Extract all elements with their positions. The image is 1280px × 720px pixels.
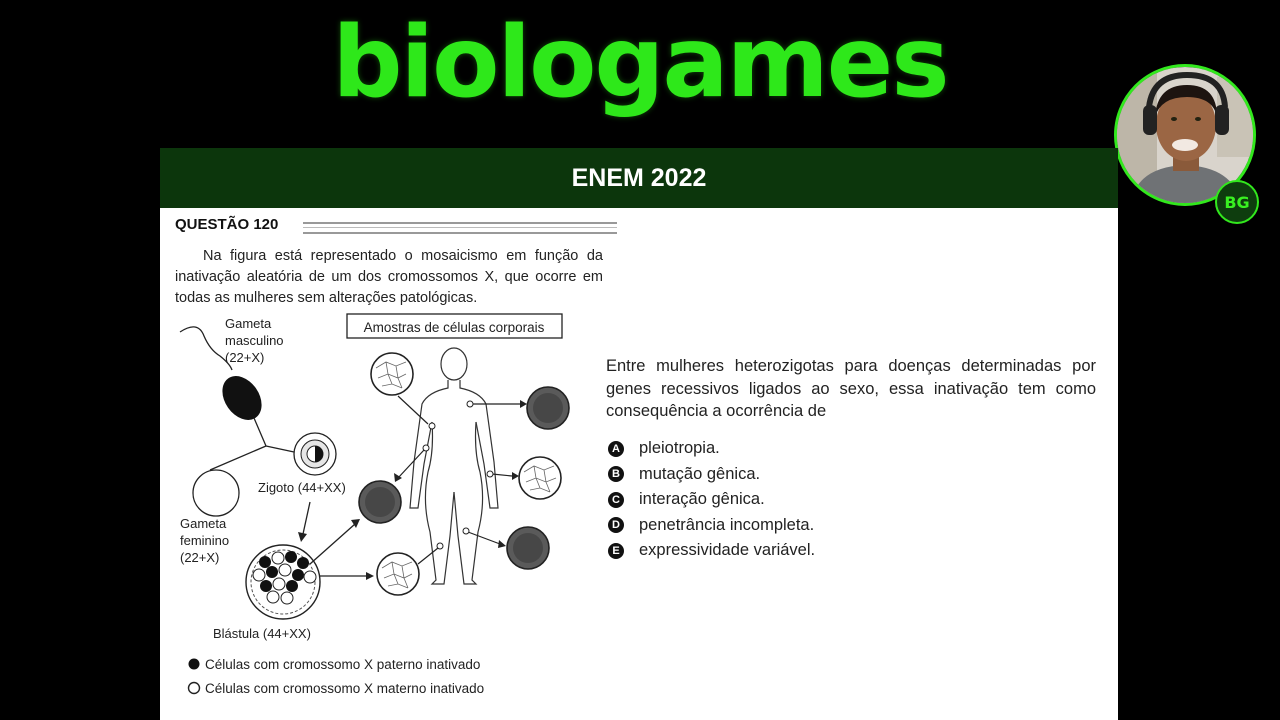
question-intro: Na figura está representado o mosaicismo… — [175, 248, 603, 306]
mosaicism-figure: Amostras de células corporais Gameta mas… — [170, 312, 610, 712]
option-c-letter: C — [608, 491, 624, 508]
question-header: QUESTÃO 120 — [175, 216, 617, 236]
option-c[interactable]: C interação gênica. — [608, 487, 1028, 513]
option-a-text: pleiotropia. — [639, 439, 720, 458]
option-d[interactable]: D penetrância incompleta. — [608, 513, 1028, 539]
female-gamete-label-1: Gameta — [180, 516, 227, 531]
male-gamete-label-2: masculino — [225, 333, 284, 348]
cell-sample-4 — [518, 456, 562, 500]
zygote-label: Zigoto (44+XX) — [258, 480, 346, 495]
option-d-letter: D — [608, 517, 624, 534]
option-e[interactable]: E expressividade variável. — [608, 538, 1028, 564]
biologames-logo: biologames — [332, 6, 949, 120]
cell-sample-1 — [370, 352, 414, 396]
egg-cell — [192, 469, 240, 517]
sperm-tail — [179, 326, 233, 371]
cell-sample-2 — [526, 386, 570, 430]
blastula-label: Blástula (44+XX) — [213, 626, 311, 641]
male-gamete-label-1: Gameta — [225, 316, 272, 331]
samples-box-title: Amostras de células corporais — [364, 320, 545, 335]
cell-sample-3 — [358, 480, 402, 524]
samples-box — [346, 313, 563, 339]
question-prompt: Entre mulheres heterozigotas para doença… — [606, 357, 1096, 420]
female-gamete-label-2: feminino — [180, 533, 229, 548]
answer-options: A pleiotropia. B mutação gênica. C inter… — [608, 436, 1028, 564]
female-gamete-label-3: (22+X) — [180, 550, 219, 565]
legend-maternal: Células com cromossomo X materno inativa… — [205, 681, 484, 696]
sperm-head — [222, 376, 262, 420]
male-gamete-label-3: (22+X) — [225, 350, 264, 365]
cell-sample-5 — [376, 552, 420, 596]
option-c-text: interação gênica. — [639, 490, 765, 509]
legend-filled-dot — [188, 658, 200, 670]
legend-paternal: Células com cromossomo X paterno inativa… — [205, 657, 480, 672]
option-d-text: penetrância incompleta. — [639, 515, 815, 534]
option-b[interactable]: B mutação gênica. — [608, 462, 1028, 488]
option-b-letter: B — [608, 466, 624, 483]
option-e-letter: E — [608, 542, 624, 559]
option-b-text: mutação gênica. — [639, 464, 761, 483]
bg-badge: BG — [1215, 180, 1259, 224]
legend-empty-dot — [187, 681, 201, 695]
cell-sample-6 — [506, 526, 550, 570]
option-e-text: expressividade variável. — [639, 541, 816, 560]
option-a-letter: A — [608, 440, 624, 457]
question-panel: QUESTÃO 120 Na figura está representado … — [160, 208, 1118, 720]
exam-banner: ENEM 2022 — [160, 148, 1118, 208]
female-body-outline — [409, 347, 499, 585]
exam-title: ENEM 2022 — [571, 164, 707, 192]
option-a[interactable]: A pleiotropia. — [608, 436, 1028, 462]
header-rule — [303, 222, 617, 234]
question-number: QUESTÃO 120 — [175, 216, 279, 233]
